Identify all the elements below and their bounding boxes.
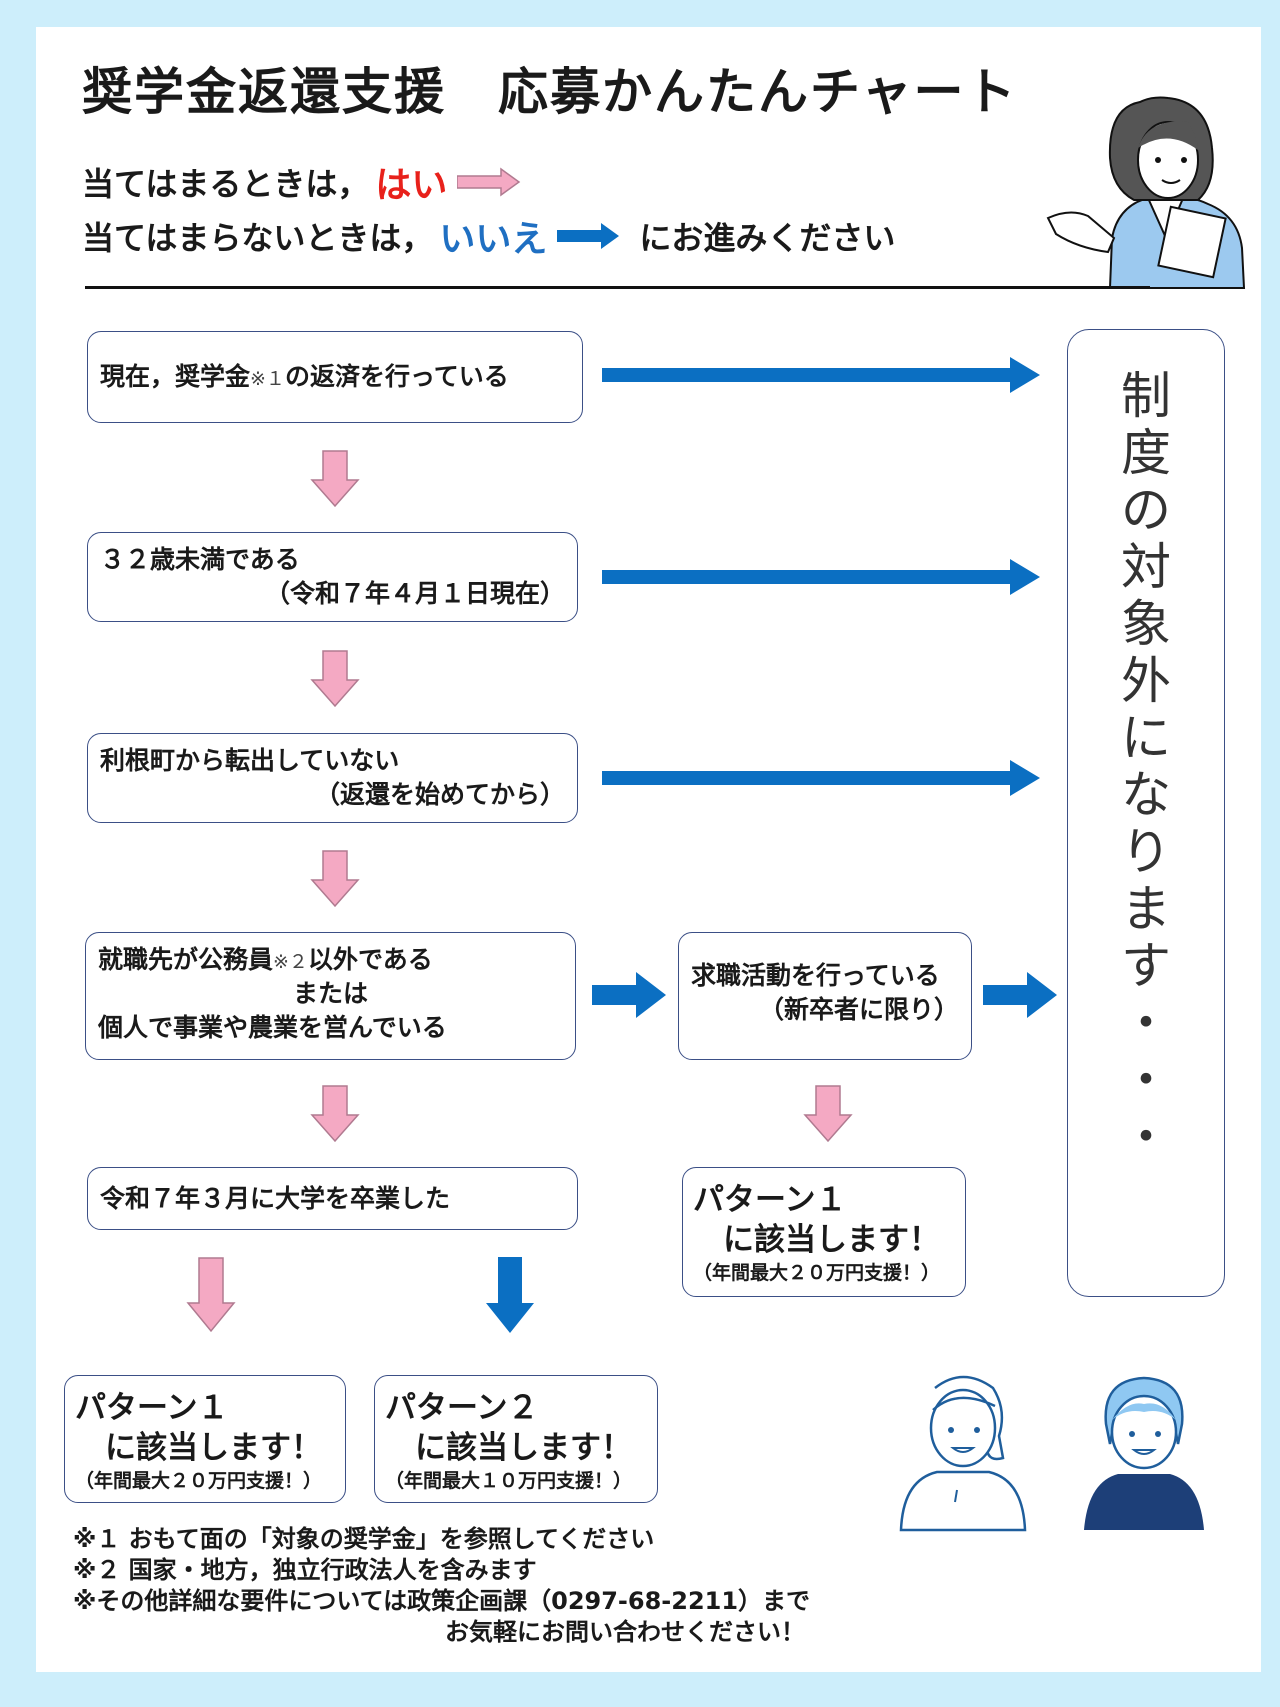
q4-line1-b: 以外である: [307, 945, 433, 974]
intro-line-yes: 当てはまるときは， はい: [82, 156, 521, 208]
exclusion-char: 外: [1121, 652, 1171, 710]
no-arrow-q6: [486, 1257, 534, 1333]
note-4: お気軽にお問い合わせください！: [445, 1618, 805, 1646]
exclusion-vertical-text: 制度の対象外になります・・・: [1068, 368, 1224, 1166]
pattern2-bottom-title: パターン２: [385, 1390, 539, 1426]
no-arrow-q2: [602, 559, 1040, 595]
pattern1-bottom-support: （年間最大２０万円支援！）: [75, 1469, 323, 1492]
q1-note-mark: ※１: [250, 368, 285, 390]
exclusion-char: な: [1121, 766, 1171, 824]
q5-line1: 求職活動を行っている: [691, 961, 940, 990]
yes-arrow-q6: [186, 1257, 236, 1333]
exclusion-char: ・: [1121, 1051, 1171, 1109]
yes-arrow-icon: [457, 167, 521, 197]
man-illustration: [1084, 1376, 1204, 1530]
pattern1-right-support: （年間最大２０万円支援！）: [693, 1261, 941, 1284]
no-arrow-icon: [557, 223, 620, 249]
pattern1-right-applies: に該当します！: [723, 1222, 940, 1259]
exclusion-box: 制度の対象外になります・・・: [1067, 329, 1225, 1297]
exclusion-char: り: [1121, 823, 1171, 881]
pattern1-bottom-title: パターン１: [75, 1390, 229, 1426]
footnotes: ※１ おもて面の「対象の奨学金」を参照してください ※２ 国家・地方，独立行政法…: [73, 1524, 810, 1648]
pattern1-bottom-applies: に該当します！: [105, 1430, 322, 1467]
q1-text-a: 現在，奨学金: [100, 362, 251, 391]
note-2: ※２ 国家・地方，独立行政法人を含みます: [73, 1556, 537, 1584]
guide-woman-illustration: [1046, 96, 1246, 289]
yes-arrow-q1: [310, 450, 360, 508]
no-arrow-q4: [592, 972, 666, 1018]
q2-line1: ３２歳未満である: [100, 545, 300, 574]
yes-arrow-q4: [310, 1085, 360, 1143]
page-title: 奨学金返還支援 応募かんたんチャート: [82, 63, 1018, 121]
note-3: ※その他詳細な要件については政策企画課（0297-68-2211）まで: [73, 1587, 811, 1615]
note-1: ※１ おもて面の「対象の奨学金」を参照してください: [73, 1525, 655, 1553]
question-box-age: ３２歳未満である （令和７年４月１日現在）: [87, 532, 578, 622]
no-arrow-q1: [602, 357, 1040, 393]
yes-label: はい: [375, 165, 448, 206]
question-box-graduation: 令和７年３月に大学を卒業した: [87, 1167, 578, 1230]
yes-arrow-q2: [310, 650, 360, 708]
exclusion-char: 制: [1121, 367, 1171, 425]
intro-line-no: 当てはまらないときは， いいえ にお進みください: [82, 210, 895, 262]
no-arrow-q5: [983, 972, 1057, 1018]
yes-arrow-q3: [310, 850, 360, 908]
result-pattern1-right: パターン１ に該当します！ （年間最大２０万円支援！）: [682, 1167, 966, 1297]
q4-line3: 個人で事業や農業を営んでいる: [98, 1013, 447, 1042]
exclusion-char: 象: [1121, 595, 1171, 653]
woman-illustration: [899, 1375, 1027, 1532]
exclusion-char: に: [1121, 709, 1171, 767]
q3-line1: 利根町から転出していない: [100, 746, 400, 775]
question-box-job-seeking: 求職活動を行っている （新卒者に限り）: [678, 932, 972, 1060]
question-box-repaying: 現在，奨学金※１の返済を行っている: [87, 331, 583, 423]
q5-line2: （新卒者に限り）: [758, 995, 959, 1024]
pattern2-bottom-applies: に該当します！: [415, 1430, 632, 1467]
q4-line2: または: [292, 979, 368, 1008]
q1-text-b: の返済を行っている: [284, 362, 509, 391]
question-box-employment: 就職先が公務員※２以外である または 個人で事業や農業を営んでいる: [85, 932, 576, 1060]
q6-line1: 令和７年３月に大学を卒業した: [100, 1184, 451, 1213]
intro-no-suffix: にお進みください: [639, 219, 896, 257]
result-pattern1-bottom: パターン１ に該当します！ （年間最大２０万円支援！）: [64, 1375, 346, 1503]
result-pattern2-bottom: パターン２ に該当します！ （年間最大１０万円支援！）: [374, 1375, 658, 1503]
q4-note-mark: ※２: [273, 951, 308, 973]
yes-arrow-q5: [803, 1085, 853, 1143]
no-label: いいえ: [439, 219, 548, 260]
intro-yes-prefix: 当てはまるときは，: [82, 165, 370, 203]
question-box-residence: 利根町から転出していない （返還を始めてから）: [87, 733, 578, 823]
exclusion-char: す: [1121, 937, 1171, 995]
q2-line2: （令和７年４月１日現在）: [264, 579, 565, 608]
exclusion-char: ま: [1121, 880, 1171, 938]
exclusion-char: 度: [1121, 424, 1171, 482]
header-divider: [85, 286, 1150, 289]
pattern2-bottom-support: （年間最大１０万円支援！）: [385, 1469, 633, 1492]
q3-line2: （返還を始めてから）: [314, 780, 565, 809]
exclusion-char: の: [1121, 481, 1171, 539]
intro-no-prefix: 当てはまらないときは，: [82, 219, 434, 257]
q4-line1-a: 就職先が公務員: [98, 945, 274, 974]
pattern1-right-title: パターン１: [693, 1182, 847, 1218]
no-arrow-q3: [602, 760, 1040, 796]
exclusion-char: 対: [1121, 538, 1171, 596]
exclusion-char: ・: [1121, 994, 1171, 1052]
exclusion-char: ・: [1121, 1108, 1171, 1166]
